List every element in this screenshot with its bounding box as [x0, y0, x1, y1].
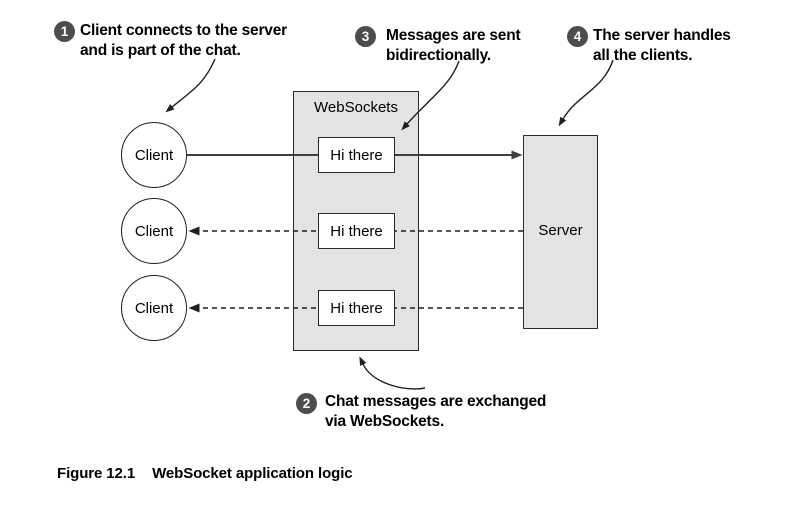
annotation-4-text: The server handles all the clients. — [593, 26, 731, 66]
annotation-2-line1: Chat messages are exchanged — [325, 393, 547, 410]
annotation-1-line2: and is part of the chat. — [80, 42, 241, 59]
client-3-label: Client — [134, 299, 174, 317]
message-box-2: Hi there — [318, 213, 395, 249]
annotation-4-line2: all the clients. — [593, 47, 693, 64]
annotation-4-pointer-arrow — [558, 59, 614, 127]
annotation-3-pointer-arrow — [401, 60, 460, 131]
client-1-label: Client — [134, 146, 174, 164]
figure-caption: Figure 12.1 WebSocket application logic — [57, 465, 353, 482]
annotation-4-badge: 4 — [567, 26, 588, 47]
message-2-label: Hi there — [330, 222, 383, 240]
client-circle-2: Client — [121, 198, 187, 264]
annotation-1-text: Client connects to the server and is par… — [80, 21, 287, 61]
annotation-3-line2: bidirectionally. — [386, 47, 492, 64]
annotation-2-pointer-arrow — [359, 356, 426, 390]
annotation-1-pointer-arrow — [165, 58, 216, 113]
figure-caption-title: WebSocket application logic — [152, 465, 353, 482]
client-circle-3: Client — [121, 275, 187, 341]
annotation-3-badge: 3 — [355, 26, 376, 47]
annotation-1-badge: 1 — [54, 21, 75, 42]
annotation-2-line2: via WebSockets. — [325, 413, 445, 430]
client-2-label: Client — [134, 222, 174, 240]
server-label: Server — [538, 222, 583, 239]
figure-caption-number: Figure 12.1 — [57, 465, 136, 482]
message-box-1: Hi there — [318, 137, 395, 173]
annotation-1-line1: Client connects to the server — [80, 22, 287, 39]
client-circle-1: Client — [121, 122, 187, 188]
annotation-2-text: Chat messages are exchanged via WebSocke… — [325, 392, 546, 432]
message-1-label: Hi there — [330, 146, 383, 164]
annotation-3-line1: Messages are sent — [386, 27, 521, 44]
annotation-2-badge: 2 — [296, 393, 317, 414]
server-box — [523, 135, 598, 329]
websockets-label: WebSockets — [314, 99, 398, 116]
message-box-3: Hi there — [318, 290, 395, 326]
annotation-4-line1: The server handles — [593, 27, 731, 44]
message-3-label: Hi there — [330, 299, 383, 317]
annotation-3-text: Messages are sent bidirectionally. — [386, 26, 521, 66]
